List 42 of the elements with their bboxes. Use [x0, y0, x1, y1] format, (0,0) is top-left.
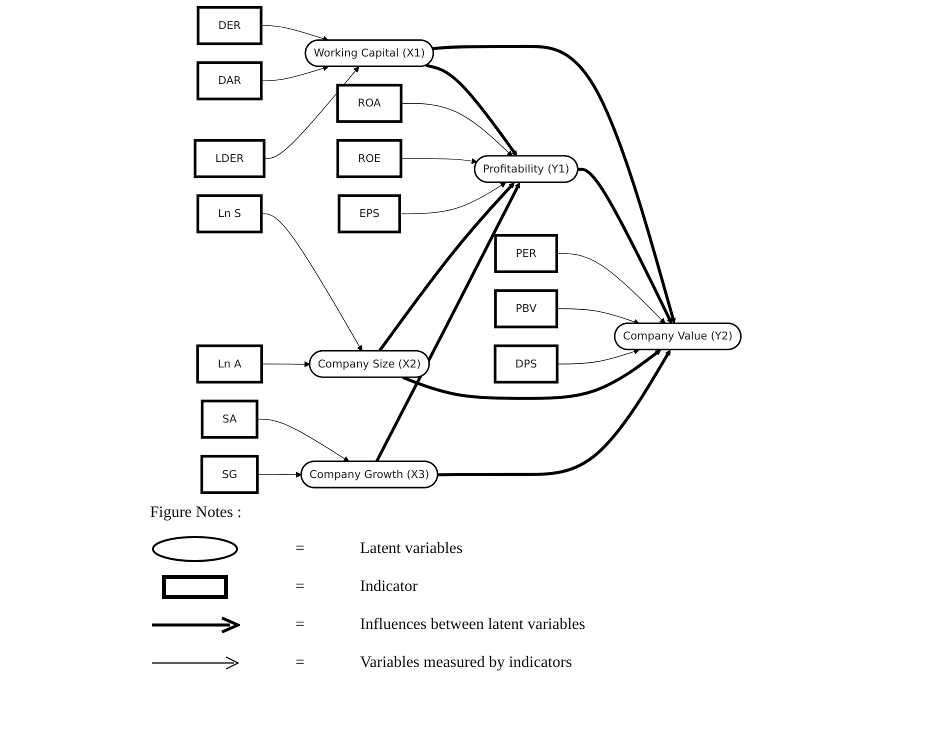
arrow: [261, 213, 362, 352]
node-box: EPS: [338, 194, 401, 234]
arrow: [261, 361, 310, 368]
arrow: [556, 348, 640, 364]
arrow: [400, 103, 513, 156]
arrow: [260, 65, 329, 82]
equals-sign: =: [294, 616, 306, 634]
node-box: PER: [494, 234, 558, 274]
arrow: [432, 44, 676, 324]
legend-text: Latent variables: [360, 540, 463, 558]
node-box: ROE: [336, 139, 402, 178]
node-box: SA: [200, 400, 258, 439]
node-box: DAR: [196, 61, 263, 100]
arrow: [426, 64, 518, 156]
arrow: [257, 472, 302, 478]
legend-text: Indicator: [360, 578, 418, 596]
arrow: [402, 350, 662, 400]
node-box: LDER: [194, 139, 266, 178]
equals-sign: =: [294, 654, 306, 672]
arrow: [400, 158, 478, 164]
arrow: [378, 182, 515, 352]
node-box: DPS: [494, 344, 558, 384]
notes-heading: Figure Notes :: [150, 504, 243, 522]
legend-text: Variables measured by indicators: [360, 654, 572, 672]
arrow: [375, 182, 520, 462]
equals-sign: =: [294, 578, 306, 596]
arrow: [256, 418, 350, 462]
node-box: PBV: [494, 289, 558, 328]
arrow: [556, 253, 666, 324]
legend-text: Influences between latent variables: [360, 616, 586, 634]
arrow: [399, 182, 506, 214]
node-box: DER: [196, 6, 262, 46]
node-box: Ln S: [196, 194, 263, 234]
arrow: [556, 308, 640, 325]
node-box: ROA: [336, 84, 402, 123]
equals-sign: =: [294, 540, 306, 558]
node-box: SG: [200, 454, 259, 494]
arrow: [264, 66, 360, 159]
arrow: [578, 168, 672, 324]
arrow: [260, 25, 329, 42]
node-box: Ln A: [196, 344, 263, 384]
arrow: [438, 350, 671, 476]
